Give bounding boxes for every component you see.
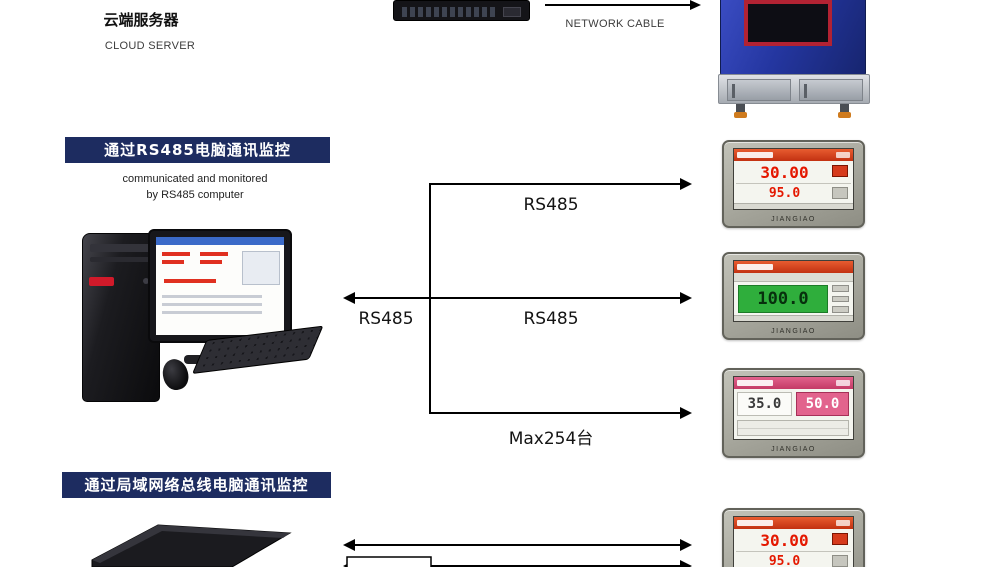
screen-header-bar: [734, 261, 853, 273]
header-text-chip: [737, 380, 773, 386]
screen-button-gray: [832, 187, 848, 199]
screen-side-buttons: [832, 285, 849, 314]
screen-header-bar: [734, 149, 853, 161]
screen-value-mark: [164, 279, 216, 283]
screen-divider: [736, 183, 851, 184]
power-button: [143, 278, 149, 284]
switch-ports: [402, 7, 497, 17]
monitor-screen: [156, 237, 284, 335]
header-icon-chip: [836, 520, 850, 526]
monitor-titlebar: [156, 237, 284, 245]
computer-tower: [82, 233, 160, 402]
temperature-reading: 30.00: [760, 163, 809, 182]
chamber-window: [744, 0, 832, 46]
screen-bottom-strip: [734, 315, 853, 321]
rs485-bus-arrows: [343, 178, 692, 419]
controller-screen: 30.00 95.0: [733, 516, 854, 567]
screen-button-red: [832, 533, 848, 545]
humidity-reading: 50.0: [796, 392, 849, 416]
controller-brand: JIANGIAO: [771, 216, 816, 223]
screen-row: [162, 303, 262, 306]
rs485-section-subtitle: communicated and monitored by RS485 comp…: [85, 171, 305, 203]
screen-divider: [736, 551, 851, 552]
chamber-caster: [734, 112, 747, 118]
humidity-reading: 95.0: [768, 554, 801, 567]
screen-header-bar: [734, 517, 853, 529]
humidity-reading: 95.0: [768, 186, 801, 201]
network-cable-arrow: [545, 0, 701, 10]
controller-panel-1: 30.00 95.0 JIANGIAO: [722, 140, 865, 228]
chamber-door: [727, 79, 791, 101]
temperature-reading: 30.00: [760, 531, 809, 550]
header-text-chip: [737, 152, 773, 158]
chamber-base: [718, 74, 870, 104]
screen-row: [162, 295, 262, 298]
screen-value-mark: [200, 260, 222, 264]
controller-panel-2: 100.0 JIANGIAO: [722, 252, 865, 340]
optical-drive: [90, 257, 152, 262]
green-value-display: 100.0: [738, 285, 828, 313]
header-icon-chip: [836, 380, 850, 386]
controller-screen: 35.0 50.0: [733, 376, 854, 440]
rs485-section-banner: 通过RS485电脑通讯监控: [65, 137, 330, 163]
chamber-door: [799, 79, 863, 101]
chamber-caster: [838, 112, 851, 118]
screen-value-mark: [162, 252, 190, 256]
controller-panel-4: 30.00 95.0 JIANGIAO: [722, 508, 865, 567]
subtitle-line-2: by RS485 computer: [146, 189, 244, 201]
screen-value-mark: [162, 260, 184, 264]
optical-drive: [90, 244, 152, 252]
screen-row: [162, 311, 262, 314]
controller-panel-3: 35.0 50.0 JIANGIAO: [722, 368, 865, 458]
switch-led-block: [503, 7, 521, 17]
temperature-reading: 35.0: [737, 392, 792, 416]
controller-screen: 100.0: [733, 260, 854, 322]
header-text-chip: [737, 264, 773, 270]
screen-button-red: [832, 165, 848, 177]
rs485-label-middle: RS485: [523, 309, 579, 329]
screen-header-bar: [734, 377, 853, 389]
header-text-chip: [737, 520, 773, 526]
controller-screen: 30.00 95.0: [733, 148, 854, 210]
lenovo-logo: [89, 277, 114, 286]
network-switch-image: [393, 0, 530, 21]
controller-brand: JIANGIAO: [771, 446, 816, 453]
header-icon-chip: [836, 152, 850, 158]
cloud-server-subtitle: CLOUD SERVER: [104, 40, 196, 52]
max-devices-label: Max254台: [508, 429, 594, 449]
lan-arrows: [343, 539, 692, 567]
chamber-leg: [736, 104, 745, 113]
laptop-image: [91, 524, 292, 567]
subtitle-line-1: communicated and monitored: [122, 173, 268, 185]
screen-subheader: [734, 273, 853, 282]
screen-side-panel: [242, 251, 280, 285]
chamber-leg: [840, 104, 849, 113]
test-chamber-image: [718, 0, 870, 118]
screen-bottom-strip: [734, 203, 853, 209]
screen-data-rows: [737, 420, 849, 436]
rs485-label-left: RS485: [358, 309, 414, 329]
rs485-label-top: RS485: [523, 195, 579, 215]
lan-section-banner: 通过局域网络总线电脑通讯监控: [62, 472, 331, 498]
computer-monitor: [148, 229, 292, 343]
label-box: [346, 556, 432, 567]
screen-value-mark: [200, 252, 228, 256]
controller-brand: JIANGIAO: [771, 328, 816, 335]
network-cable-label: NETWORK CABLE: [565, 18, 665, 30]
cloud-server-title: 云端服务器: [103, 11, 179, 29]
screen-button-gray: [832, 555, 848, 567]
